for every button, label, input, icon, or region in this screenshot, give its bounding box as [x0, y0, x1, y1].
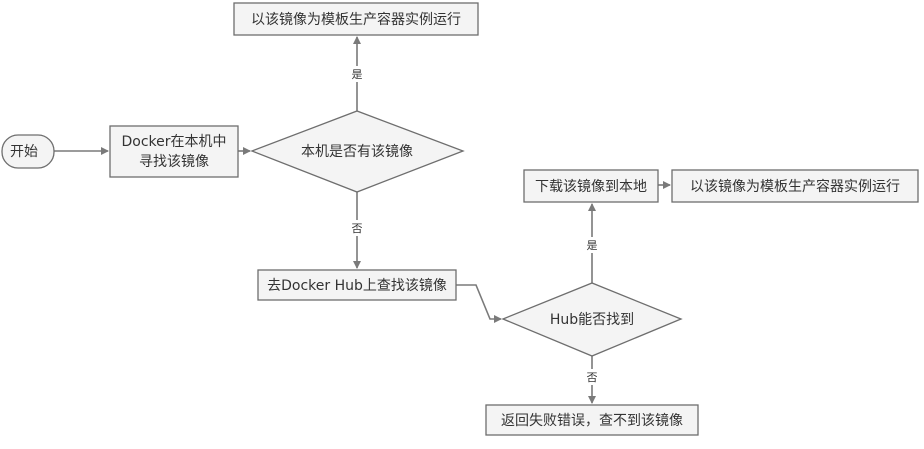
node-search-hub: 去Docker Hub上查找该镜像 — [257, 269, 457, 301]
node-start-label: 开始 — [10, 144, 38, 160]
edge-label-hub-no: 否 — [587, 371, 598, 384]
node-search-local-line1: Docker在本机中 — [121, 134, 226, 150]
node-decision-local-label: 本机是否有该镜像 — [301, 144, 413, 160]
edge-labels: 是 否 是 否 — [348, 66, 601, 385]
node-download-label: 下载该镜像到本地 — [535, 179, 647, 195]
node-decision-hub: Hub能否找到 — [501, 282, 683, 357]
node-start: 开始 — [1, 134, 55, 169]
node-search-local-line2: 寻找该镜像 — [139, 154, 209, 170]
node-run-right-label: 以该镜像为模板生产容器实例运行 — [690, 178, 900, 195]
node-download: 下载该镜像到本地 — [523, 169, 659, 203]
node-decision-hub-label: Hub能否找到 — [550, 312, 634, 328]
node-run-right: 以该镜像为模板生产容器实例运行 — [671, 169, 919, 203]
node-error-label: 返回失败错误，查不到该镜像 — [501, 413, 683, 429]
edge-label-local-yes: 是 — [352, 68, 363, 81]
node-run-top: 以该镜像为模板生产容器实例运行 — [233, 2, 479, 36]
node-search-local: Docker在本机中 寻找该镜像 — [109, 125, 239, 178]
node-search-hub-label: 去Docker Hub上查找该镜像 — [267, 278, 447, 294]
edge-label-hub-yes: 是 — [587, 239, 598, 252]
node-error: 返回失败错误，查不到该镜像 — [485, 404, 699, 436]
node-decision-local: 本机是否有该镜像 — [250, 110, 465, 193]
edge-search-hub-to-decision-hub — [456, 284, 502, 323]
node-run-top-label: 以该镜像为模板生产容器实例运行 — [251, 11, 461, 28]
edge-label-local-no: 否 — [352, 222, 363, 235]
